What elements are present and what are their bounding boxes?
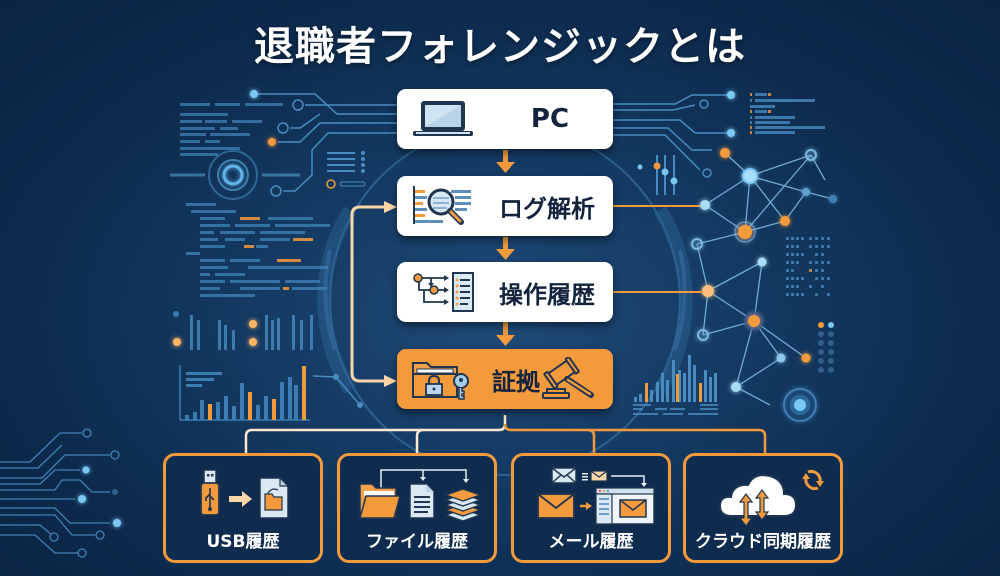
flow-step-label: PC — [530, 104, 570, 134]
network-nodes — [691, 148, 837, 392]
network-graph — [696, 152, 834, 406]
dot-matrix-left — [190, 315, 313, 350]
glow-node — [250, 90, 258, 98]
category-card-file: ファイル履歴 — [337, 453, 497, 563]
slider-widget-left — [326, 151, 366, 189]
branch-connectors — [244, 415, 767, 455]
glow-node — [268, 138, 276, 146]
sliders-right — [637, 155, 678, 195]
log-lines-right — [750, 93, 825, 134]
category-label: メール履歴 — [548, 532, 634, 552]
flow-step-log-analysis: ログ解析 — [397, 176, 613, 236]
sync-arrows-icon — [804, 469, 822, 491]
glow-nodes-bottom-left — [78, 466, 121, 527]
side-connectors — [613, 205, 703, 293]
category-card-cloud-sync: クラウド同期履歴 — [683, 453, 843, 563]
target-reticle — [170, 150, 300, 200]
flow-step-label: 操作履歴 — [499, 280, 595, 309]
flow-step-operation-history: 操作履歴 — [397, 262, 613, 322]
cloud-sync-icon — [718, 469, 824, 527]
dot — [173, 311, 179, 317]
laptop-icon — [413, 101, 473, 136]
radar-target-right — [783, 388, 817, 422]
mail-transfer-icon — [537, 467, 655, 525]
mini-bar-chart-right — [633, 355, 718, 415]
page-title: 退職者フォレンジックとは — [254, 24, 746, 70]
flow-step-label: ログ解析 — [499, 194, 595, 223]
glow-nodes-top-right — [727, 91, 735, 137]
category-card-mail: メール履歴 — [511, 453, 671, 563]
circuit-lines-top-right — [613, 94, 731, 178]
operation-flow-icon — [413, 272, 474, 312]
code-lines-top — [180, 103, 283, 156]
locked-folder-key-icon — [412, 362, 469, 400]
circuit-lines-bottom-left — [0, 428, 120, 558]
flow-step-evidence: 証拠 — [397, 349, 613, 409]
flow-step-pc: PC — [397, 89, 613, 149]
dot-columns-right — [818, 322, 834, 373]
flow-step-label: 証拠 — [492, 367, 540, 396]
flow-arrows — [496, 150, 515, 346]
log-search-icon — [413, 186, 471, 225]
dot — [112, 489, 118, 495]
category-label: USB履歴 — [206, 532, 280, 552]
code-lines-mid — [186, 203, 330, 297]
category-label: ファイル履歴 — [366, 532, 468, 552]
feedback-loop-arrow — [350, 201, 397, 387]
usb-to-file-icon — [200, 469, 290, 519]
circuit-lines-top-left — [254, 93, 398, 197]
category-label: クラウド同期履歴 — [695, 532, 831, 552]
folder-doc-stack-icon — [359, 469, 482, 522]
glow-dots-left — [173, 320, 257, 346]
mini-bar-chart-left — [179, 365, 363, 421]
gavel-icon — [542, 357, 594, 399]
dot-grid-right — [786, 237, 830, 296]
category-card-usb: USB履歴 — [163, 453, 323, 563]
